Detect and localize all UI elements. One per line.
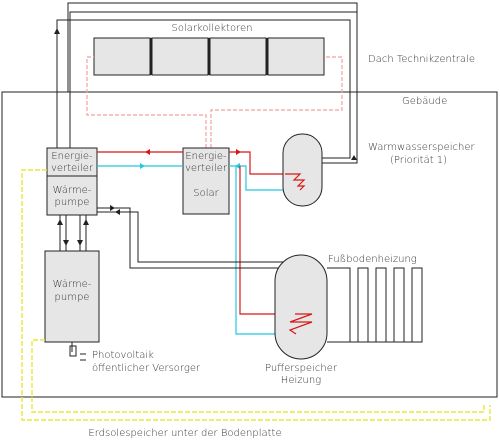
buffer-label-2: Heizung [281, 375, 321, 386]
ground-store-label: Erdsolespeicher unter der Bodenplatte [88, 428, 281, 439]
roof-label: Dach Technikzentrale [368, 54, 475, 65]
dhw-label-2: (Priorität 1) [390, 155, 447, 166]
roof-divider [357, 92, 497, 93]
arrow-up-left [54, 28, 60, 34]
pv-label-2: öffentlicher Versorger [92, 363, 201, 374]
heatpump-unit [44, 250, 100, 343]
energy-distributor-hp [46, 147, 98, 216]
dhw-coil [285, 173, 306, 191]
heatpump-small-label-1: Wärme- [53, 185, 92, 196]
floor-heating-loop [327, 267, 423, 343]
solar-loop-return [210, 56, 343, 148]
pv-label-1: Photovoltaik [92, 350, 154, 361]
distributor-hp-label-1: Energie- [51, 151, 93, 162]
roof-loop-outer [56, 19, 351, 159]
dhw-tank [282, 133, 323, 207]
hot-pipe-dhw [229, 151, 285, 175]
heatpump-small-label-2: pumpe [55, 197, 90, 208]
distributor-solar-label-2: verteiler [185, 163, 228, 174]
buffer-tank [274, 254, 328, 360]
solar-label: Solar [193, 188, 219, 199]
ground-loop [21, 169, 491, 421]
dhw-label-1: Warmwasserspeicher [368, 142, 476, 153]
solar-loop-pipe [86, 56, 207, 148]
building-label: Gebäude [402, 96, 447, 107]
solar-collector-array [93, 37, 325, 76]
arrow-down-roof [351, 155, 357, 160]
distributor-solar-label-1: Energie- [185, 151, 227, 162]
heatpump-label-1: Wärme- [53, 279, 92, 290]
heatpump-connections [59, 215, 87, 251]
roof-loop-inner [69, 11, 358, 164]
buffer-coil [288, 313, 313, 335]
ground-loop-inner [31, 339, 485, 413]
floor-heating-label: Fußbodenheizung [328, 254, 417, 265]
pv-symbol [69, 345, 77, 357]
building-frame [1, 91, 498, 398]
heatpump-label-2: pumpe [55, 292, 90, 303]
distributor-hp-label-2: verteiler [51, 163, 94, 174]
buffer-label-1: Pufferspeicher [265, 363, 338, 374]
hp-to-buffer-top [97, 207, 283, 269]
energy-distributor-solar [182, 147, 230, 215]
collectors-label: Solarkollektoren [172, 23, 253, 34]
hp-to-buffer-mid [97, 211, 283, 263]
